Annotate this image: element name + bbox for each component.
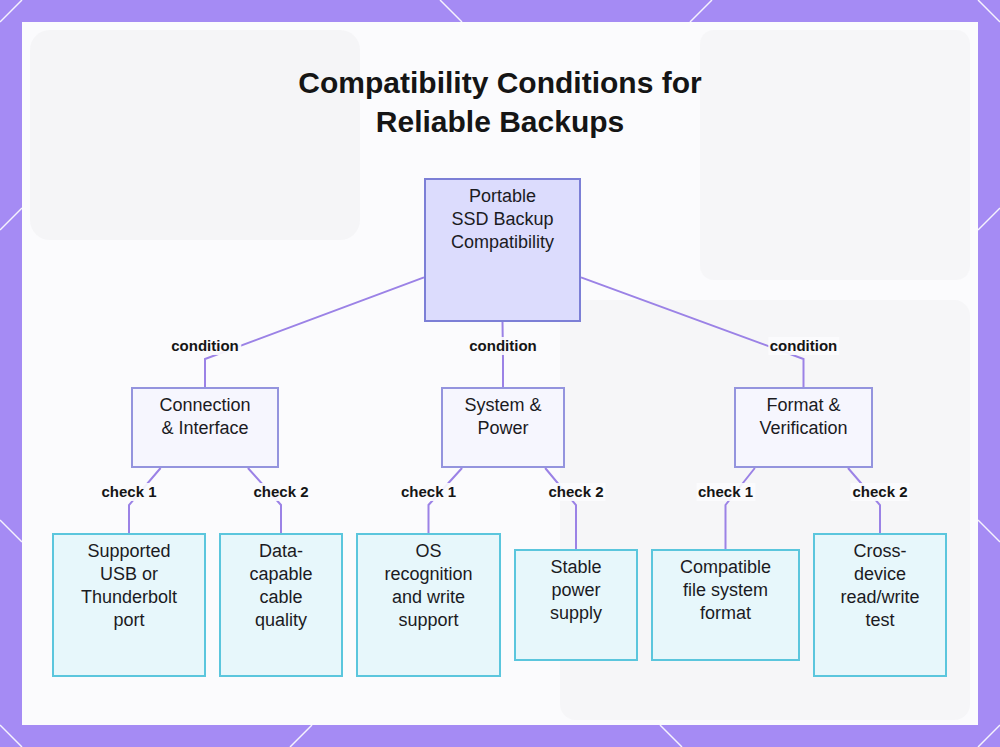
connector-line	[726, 468, 755, 549]
node-label: Stable power supply	[544, 556, 609, 625]
connector-line	[545, 468, 576, 549]
inner-panel	[22, 22, 978, 725]
edge-label: condition	[467, 337, 539, 355]
edge-label: check 2	[546, 483, 605, 501]
edge-label: condition	[169, 337, 241, 355]
node-label: Compatible file system format	[671, 556, 781, 625]
title-block: Compatibility Conditions for Reliable Ba…	[0, 63, 1000, 141]
edge-label: check 1	[99, 483, 158, 501]
edge-label: condition	[768, 337, 840, 355]
node-label: System & Power	[453, 394, 553, 440]
node-label: Connection & Interface	[155, 394, 255, 440]
diagram-title: Compatibility Conditions for Reliable Ba…	[280, 63, 720, 141]
edge-label: check 2	[251, 483, 310, 501]
faded-backdrop	[700, 30, 970, 280]
check-box: Supported USB or Thunderbolt port	[52, 533, 206, 677]
node-label: Portable SSD Backup Compatibility	[450, 185, 556, 254]
condition-box: Connection & Interface	[131, 387, 279, 468]
connector-line	[205, 277, 424, 387]
edge-label: check 2	[850, 483, 909, 501]
check-box: Stable power supply	[514, 549, 638, 661]
edge-label: check 1	[696, 483, 755, 501]
edge-label: check 1	[399, 483, 458, 501]
condition-box: Format & Verification	[734, 387, 873, 468]
connector-line	[581, 277, 804, 387]
check-box: OS recognition and write support	[356, 533, 501, 677]
node-label: Supported USB or Thunderbolt port	[79, 540, 179, 632]
node-label: Cross-device read/write test	[835, 540, 925, 632]
node-label: Format & Verification	[754, 394, 854, 440]
node-label: Data-capable cable quality	[241, 540, 321, 632]
check-box: Cross-device read/write test	[813, 533, 947, 677]
check-box: Data-capable cable quality	[219, 533, 343, 677]
node-label: OS recognition and write support	[379, 540, 479, 632]
root-box: Portable SSD Backup Compatibility	[424, 178, 581, 322]
faded-backdrop	[30, 30, 360, 240]
check-box: Compatible file system format	[651, 549, 800, 661]
condition-box: System & Power	[441, 387, 565, 468]
